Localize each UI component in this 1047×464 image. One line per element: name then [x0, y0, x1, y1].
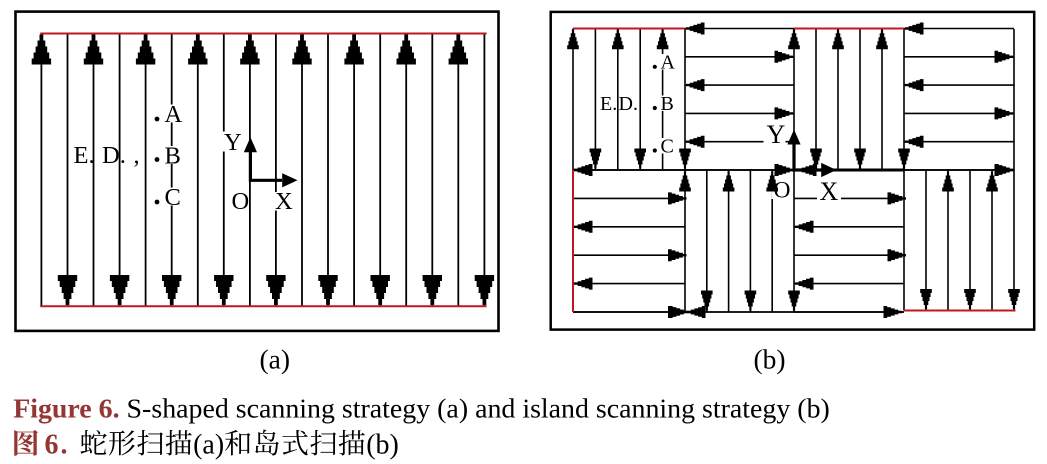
svg-text:B: B: [165, 143, 181, 170]
svg-text:O: O: [232, 188, 250, 215]
svg-text:(a): (a): [260, 344, 291, 375]
svg-text:E.: E.: [74, 142, 95, 169]
svg-text:Y: Y: [767, 120, 786, 149]
svg-text:E.: E.: [600, 93, 617, 115]
svg-text:(b): (b): [754, 344, 786, 375]
svg-text:Y: Y: [224, 129, 242, 156]
svg-text:Figure 6. S-shaped scanning st: Figure 6. S-shaped scanning strategy (a)…: [13, 393, 830, 424]
svg-text:6.: 6.: [45, 429, 70, 460]
svg-text:A: A: [165, 101, 183, 128]
svg-text:O: O: [774, 178, 791, 204]
svg-text:A: A: [661, 52, 676, 74]
svg-text:X: X: [275, 188, 293, 215]
svg-text:X: X: [820, 177, 839, 206]
svg-text:B: B: [661, 93, 674, 115]
svg-text:D.: D.: [102, 142, 126, 169]
svg-text:(a): (a): [193, 429, 224, 460]
svg-text:C: C: [661, 136, 674, 158]
svg-text:D.: D.: [619, 93, 638, 115]
svg-text:C: C: [165, 184, 181, 211]
svg-text:,: ,: [134, 142, 140, 169]
svg-text:(b): (b): [366, 429, 399, 460]
